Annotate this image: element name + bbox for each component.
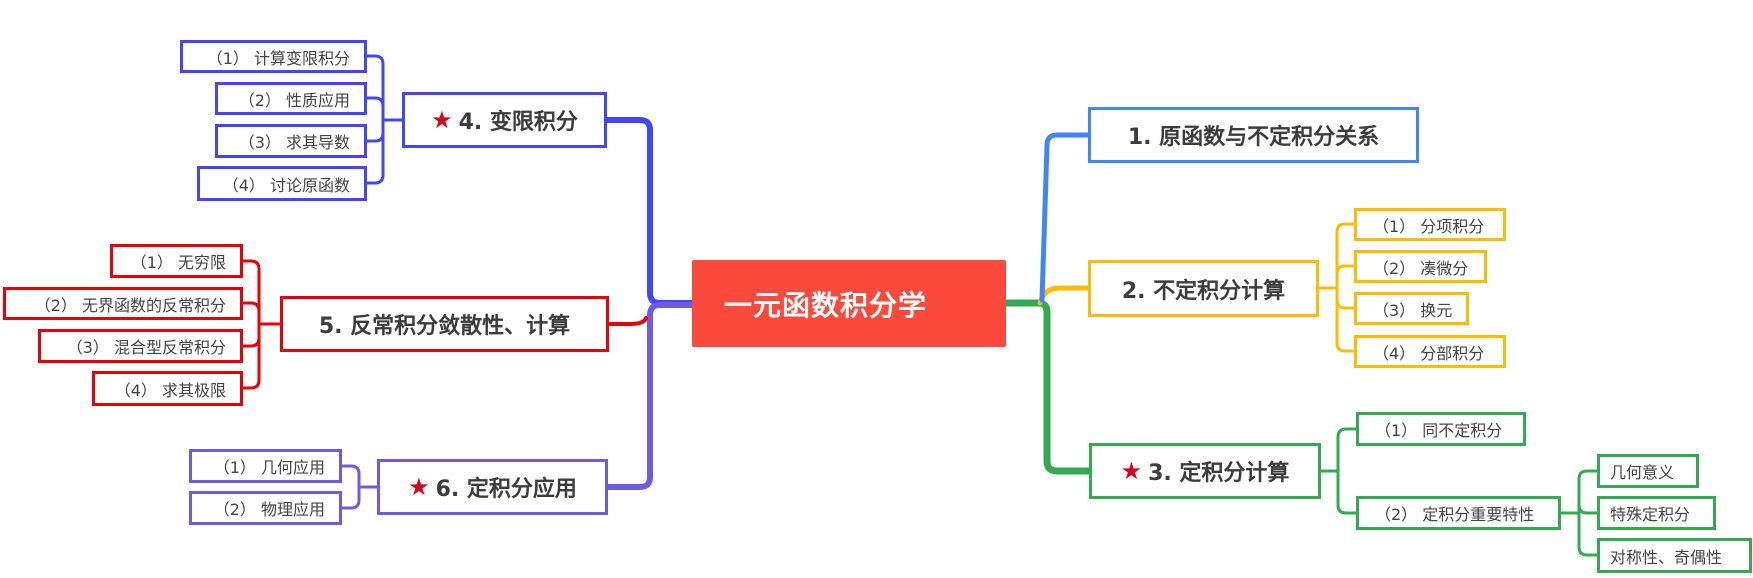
- subtopic-label: （2） 凑微分: [1373, 258, 1469, 278]
- subtopic-label: （2） 性质应用: [238, 90, 350, 110]
- subtopic-node[interactable]: （1） 几何应用: [189, 449, 342, 483]
- root-label: 一元函数积分学: [724, 288, 928, 322]
- trunk-connector-2: [1037, 285, 1091, 306]
- branch-node-4[interactable]: ★ 4. 变限积分: [402, 92, 607, 148]
- branch-label: 6. 定积分应用: [435, 477, 577, 502]
- bracket-b2-link-0: [1335, 222, 1356, 290]
- trunk-connector-1: [1039, 132, 1091, 303]
- bracket-b2-link-2: [1335, 286, 1356, 310]
- subtopic-label: （3） 混合型反常积分: [66, 338, 226, 357]
- bracket-b6-link-1: [340, 485, 361, 510]
- detail-label: 对称性、奇偶性: [1610, 547, 1723, 567]
- detail-label: 特殊定积分: [1610, 505, 1691, 524]
- subtopic-label: （3） 求其导数: [238, 133, 350, 152]
- subtopic-label: （2） 定积分重要特性: [1375, 505, 1535, 524]
- subtopic-node[interactable]: （1） 同不定积分: [1356, 412, 1526, 446]
- subtopic-label: （1） 无穷限: [130, 253, 226, 272]
- subtopic-node[interactable]: （2） 凑微分: [1354, 250, 1487, 283]
- branch-node-3[interactable]: ★ 3. 定积分计算: [1089, 443, 1321, 499]
- bracket-b4-link-3: [365, 118, 385, 185]
- star-icon: ★: [408, 473, 430, 501]
- bracket-b3-link-0: [1336, 427, 1358, 473]
- branch-node-2[interactable]: 2. 不定积分计算: [1088, 260, 1319, 317]
- branch-label: 3. 定积分计算: [1148, 461, 1290, 486]
- detail-node[interactable]: 特殊定积分: [1597, 496, 1716, 530]
- subtopic-node[interactable]: （3） 换元: [1354, 292, 1469, 325]
- detail-node[interactable]: 对称性、奇偶性: [1597, 538, 1752, 573]
- subtopic-node[interactable]: （4） 求其极限: [92, 371, 243, 406]
- root-node[interactable]: 一元函数积分学: [692, 260, 1006, 347]
- trunk-connector-6: [605, 302, 695, 490]
- bracket-b5-link-3: [241, 322, 261, 390]
- trunk-connector-5: [607, 316, 648, 326]
- subtopic-label: （1） 几何应用: [213, 458, 325, 477]
- subtopic-node[interactable]: （3） 求其导数: [215, 124, 367, 158]
- bracket-b3-2-link-1: [1577, 503, 1599, 515]
- branch-node-6[interactable]: ★ 6. 定积分应用: [377, 459, 608, 515]
- subtopic-label: （2） 无界函数的反常积分: [34, 295, 226, 315]
- star-icon: ★: [1120, 457, 1143, 485]
- bracket-b5-link-0: [241, 259, 261, 326]
- bracket-b3-link-1: [1336, 469, 1358, 515]
- subtopic-node[interactable]: （3） 混合型反常积分: [38, 329, 243, 363]
- branch-label: 1. 原函数与不定积分关系: [1127, 125, 1380, 150]
- subtopic-label: （2） 物理应用: [213, 500, 325, 519]
- subtopic-label: （1） 同不定积分: [1375, 421, 1503, 440]
- subtopic-node[interactable]: （1） 无穷限: [110, 244, 243, 278]
- subtopic-label: （1） 分项积分: [1373, 216, 1485, 236]
- star-icon: ★: [431, 106, 453, 134]
- subtopic-node[interactable]: （2） 定积分重要特性: [1356, 496, 1561, 530]
- bracket-b2-link-1: [1335, 264, 1356, 290]
- trunk-connector-4: [604, 117, 695, 306]
- bracket-b4-link-0: [365, 54, 385, 122]
- subtopic-node[interactable]: （1） 分项积分: [1354, 208, 1506, 241]
- bracket-b5-link-2: [241, 322, 261, 348]
- branch-node-1[interactable]: 1. 原函数与不定积分关系: [1088, 107, 1419, 163]
- branch-node-5[interactable]: 5. 反常积分敛散性、计算: [280, 296, 609, 352]
- trunk-connector-3: [1002, 299, 1093, 475]
- bracket-b3-2-link-2: [1577, 511, 1599, 557]
- subtopic-node[interactable]: （2） 物理应用: [189, 491, 342, 525]
- bracket-b6-link-0: [340, 464, 361, 489]
- bracket-b2-link-3: [1335, 286, 1356, 353]
- subtopic-label: （3） 换元: [1373, 300, 1453, 320]
- branch-label: 4. 变限积分: [458, 110, 578, 135]
- subtopic-node[interactable]: （4） 讨论原函数: [197, 166, 367, 201]
- subtopic-node[interactable]: （4） 分部积分: [1354, 335, 1506, 368]
- bracket-b4-link-1: [365, 96, 385, 122]
- bracket-b5-link-1: [241, 301, 261, 326]
- branch-label: 2. 不定积分计算: [1121, 278, 1286, 304]
- subtopic-label: （4） 分部积分: [1373, 343, 1485, 363]
- subtopic-node[interactable]: （1） 计算变限积分: [180, 40, 367, 73]
- detail-label: 几何意义: [1610, 463, 1675, 482]
- detail-node[interactable]: 几何意义: [1597, 454, 1699, 488]
- subtopic-node[interactable]: （2） 无界函数的反常积分: [3, 287, 243, 320]
- bracket-b4-link-2: [365, 118, 385, 143]
- subtopic-label: （4） 讨论原函数: [222, 175, 350, 195]
- subtopic-label: （1） 计算变限积分: [206, 48, 350, 68]
- subtopic-label: （4） 求其极限: [114, 380, 226, 400]
- branch-label: 5. 反常积分敛散性、计算: [318, 314, 571, 339]
- bracket-b3-2-link-0: [1577, 469, 1599, 515]
- subtopic-node[interactable]: （2） 性质应用: [215, 82, 367, 115]
